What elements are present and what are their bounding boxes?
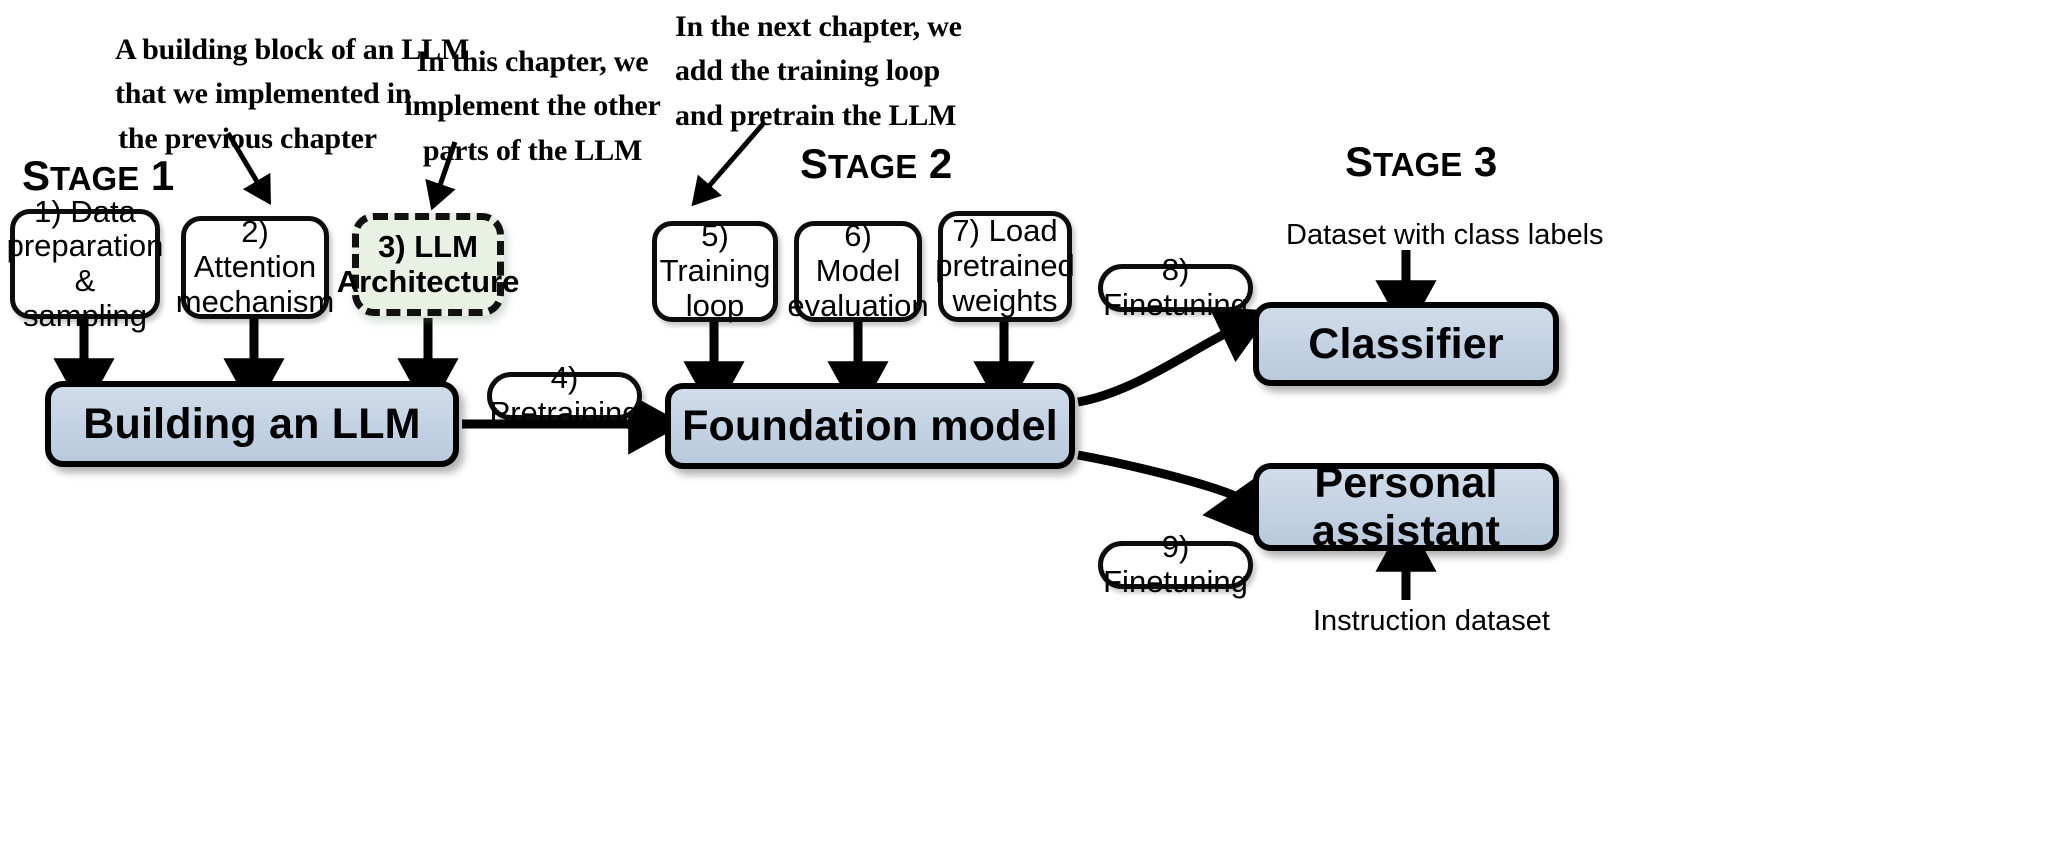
stage-word: TAGE [50,160,140,197]
pill-label: 8) Finetuning [1103,252,1248,322]
callout-line: and pretrain the LLM [675,98,957,132]
step-label-line: 7) Load [952,213,1058,249]
arrow-foundation-to-assistant [1077,450,1262,540]
caption-text: Dataset with class labels [1286,219,1604,251]
stage-number: 2 [928,140,953,187]
outcome-box-classifier[interactable]: Classifier [1253,302,1559,386]
step-label-line: mechanism [175,283,335,319]
caption-text: Instruction dataset [1313,605,1550,637]
pill-label: 9) Finetuning [1103,529,1248,599]
stage-number: 3 [1473,138,1498,185]
pill-pretraining[interactable]: 4) Pretraining [487,360,642,430]
outcome-label: Building an LLM [83,399,421,448]
callout-line: In the next chapter, we [675,10,962,43]
callout-line: In this chapter, we [416,45,649,78]
step-label-line: 3) LLM [378,228,478,264]
callout-line: A building block of an LLM [115,33,470,66]
stage-initial: S [1345,138,1374,185]
step-box-training-loop[interactable]: 5) Training loop [652,218,778,323]
step-label-line: loop [685,287,745,323]
stage-word: TAGE [1373,146,1463,183]
step-label-line: 1) Data [34,193,136,229]
outcome-box-personal-assistant[interactable]: Personal assistant [1253,459,1559,555]
callout-line: add the training loop [675,54,941,88]
caption-dataset-with-class-labels: Dataset with class labels [1286,219,1604,252]
callout-line: parts of the LLM [422,133,643,167]
step-box-model-evaluation[interactable]: 6) Model evaluation [787,218,928,322]
stage-initial: S [800,140,829,187]
pill-finetuning-8[interactable]: 8) Finetuning [1098,252,1253,322]
step-label-line: pretrained [935,248,1075,284]
stage-space [917,140,929,187]
outcome-label: Foundation model [682,401,1058,450]
step-box-attention-mechanism[interactable]: 2) Attention mechanism [176,214,334,319]
callout-this-chapter: In this chapter, we implement the other … [400,40,665,173]
stage-word: TAGE [828,148,918,185]
caption-instruction-dataset: Instruction dataset [1313,605,1550,638]
callout-next-chapter: In the next chapter, we add the training… [675,5,962,138]
step-label-line: 6) Model [815,218,901,289]
step-label-line: weights [952,282,1058,318]
step-label-line: & sampling [22,263,148,333]
callout-line: the previous chapter [118,121,377,155]
outcome-label: Personal assistant [1311,458,1501,555]
stage-heading-3: STAGE 3 [1345,138,1497,186]
pill-label: 4) Pretraining [489,360,640,430]
step-box-load-pretrained-weights[interactable]: 7) Load pretrained weights [935,211,1075,322]
outcome-box-foundation-model[interactable]: Foundation model [665,383,1075,469]
step-box-llm-architecture[interactable]: 3) LLM Architecture [337,213,519,316]
step-box-data-preparation[interactable]: 1) Data preparation & sampling [7,194,164,333]
step-label-line: Architecture [336,263,520,299]
stage-heading-2: STAGE 2 [800,140,952,188]
stage-number: 1 [150,152,175,199]
outcome-box-building-an-llm[interactable]: Building an LLM [45,381,459,467]
callout-previous-chapter: A building block of an LLM that we imple… [115,28,470,161]
step-label-line: 5) Training [659,218,771,289]
stage-heading-1: STAGE 1 [22,152,174,200]
arrow-foundation-to-classifier [1077,306,1273,407]
callout-line: that we implemented in [115,77,412,111]
stage-initial: S [22,152,51,199]
outcome-label: Classifier [1308,319,1504,368]
pill-finetuning-9[interactable]: 9) Finetuning [1098,529,1253,599]
step-label-line: 2) Attention [193,214,317,285]
step-label-line: preparation [6,228,164,264]
stage-space [1462,138,1474,185]
stage-space [139,152,151,199]
step-label-line: evaluation [787,287,929,323]
callout-line: implement the other [404,89,661,123]
